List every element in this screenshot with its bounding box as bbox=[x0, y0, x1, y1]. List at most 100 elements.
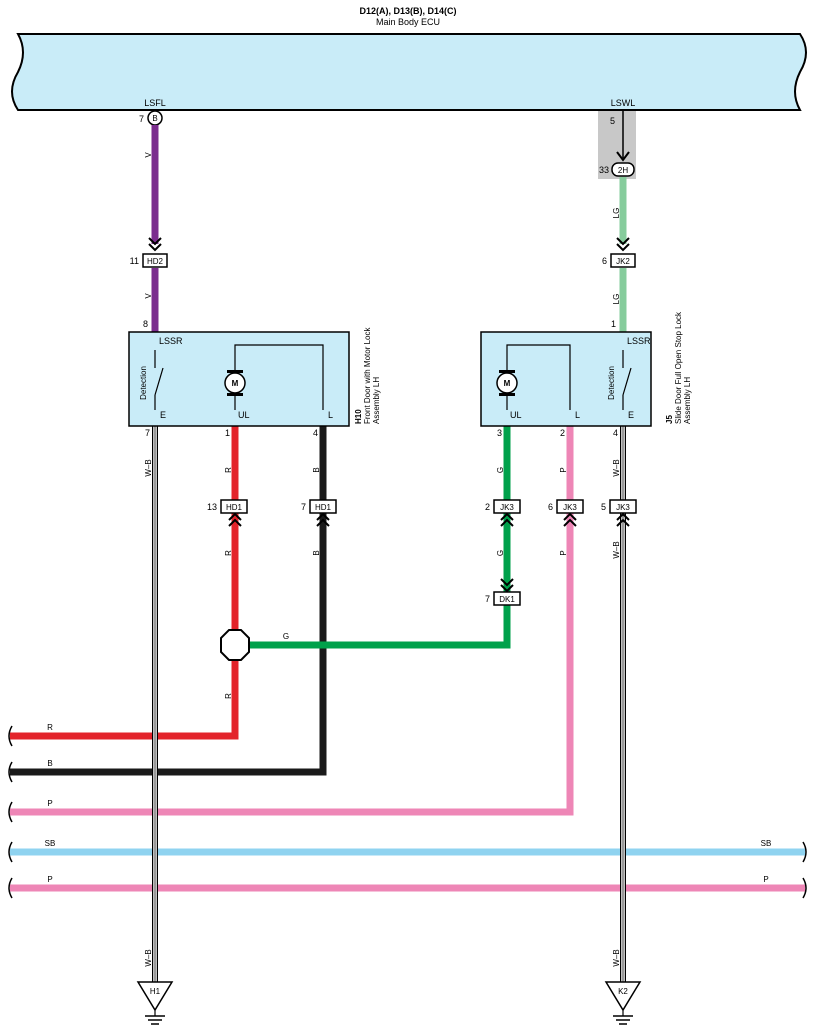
connector-arrow-icon bbox=[500, 512, 514, 527]
connector-hd1-7-num: 7 bbox=[301, 502, 306, 512]
wire-label-b: B bbox=[312, 550, 321, 555]
connector-hd1-7-label: HD1 bbox=[315, 503, 332, 512]
connector-arrow-icon bbox=[316, 512, 330, 527]
connector-hd2-label: HD2 bbox=[147, 257, 164, 266]
front-door-pin-l: 4 bbox=[313, 428, 318, 438]
wire-label-b: B bbox=[47, 759, 52, 768]
wire-label-v: V bbox=[144, 152, 153, 158]
connector-dk1 bbox=[493, 591, 521, 606]
wire-break-icon bbox=[8, 801, 13, 823]
connector-jk2-num: 6 bbox=[602, 256, 607, 266]
wire-label-g: G bbox=[496, 550, 505, 556]
connector-arrow-icon bbox=[228, 512, 242, 527]
slide-door-code: J5 bbox=[665, 415, 674, 424]
wire-label-lg: LG bbox=[612, 208, 621, 219]
wire-break-icon bbox=[8, 841, 13, 863]
wire-label-v: V bbox=[144, 293, 153, 299]
connector-arrow-icon bbox=[616, 237, 630, 252]
motor-brush-icon bbox=[227, 370, 243, 373]
slide-door-pin-e: 4 bbox=[613, 428, 618, 438]
connector-arrow-icon bbox=[148, 237, 162, 252]
ground-k2-triangle bbox=[604, 981, 642, 1012]
slide-door-term-l: L bbox=[575, 410, 580, 420]
front-door-pin-e: 7 bbox=[145, 428, 150, 438]
motor-brush-icon bbox=[499, 393, 515, 396]
wire-black-b bbox=[10, 512, 327, 776]
slide-door-name-1: Slide Door Full Open Stop Lock bbox=[674, 311, 683, 424]
ground-k2-label: K2 bbox=[618, 987, 628, 996]
wire-pink-b bbox=[10, 512, 574, 816]
wire-label-wb: W–B bbox=[612, 541, 621, 558]
ground-h1-label: H1 bbox=[150, 987, 161, 996]
wire-label-r: R bbox=[47, 723, 53, 732]
ecu-name: Main Body ECU bbox=[376, 17, 440, 27]
wire-label-p: P bbox=[47, 875, 52, 884]
slide-door-term-ul: UL bbox=[510, 410, 522, 420]
motor-circuit bbox=[506, 344, 571, 410]
main-body-ecu bbox=[11, 33, 807, 111]
wire-red-c bbox=[10, 660, 239, 740]
slide-door-pin-l: 2 bbox=[560, 428, 565, 438]
jc-2h bbox=[611, 162, 635, 177]
switch-blade-icon bbox=[154, 367, 164, 396]
ecu-pin-lswl-label: LSWL bbox=[611, 98, 636, 108]
front-door-term-l: L bbox=[328, 410, 333, 420]
connector-jk2 bbox=[610, 253, 636, 268]
connector-jk3-5-label: JK3 bbox=[616, 503, 630, 512]
connector-dk1-label: DK1 bbox=[499, 595, 515, 604]
wire-label-wb: W–B bbox=[144, 459, 153, 476]
switch-blade-icon bbox=[622, 367, 632, 396]
wire-break-icon bbox=[8, 877, 13, 899]
slide-door-motor-label: M bbox=[504, 379, 511, 388]
wire-label-r: R bbox=[224, 467, 233, 473]
front-door-name-1: Front Door with Motor Lock bbox=[363, 327, 372, 424]
motor-brush-icon bbox=[227, 393, 243, 396]
ecu-pin-lsfl-num: 7 bbox=[139, 114, 144, 124]
front-door-top-pin: 8 bbox=[143, 319, 148, 329]
connector-hd1-13-num: 13 bbox=[207, 502, 217, 512]
ecu-connector-b-label: B bbox=[152, 114, 157, 123]
wire-label-p: P bbox=[763, 875, 768, 884]
jc-2h-num: 33 bbox=[599, 165, 609, 175]
front-door-top-pin-label: LSSR bbox=[159, 336, 183, 346]
wire-break-icon bbox=[802, 877, 807, 899]
ecu-pin-lswl-num: 5 bbox=[610, 116, 615, 126]
connector-jk2-label: JK2 bbox=[616, 257, 630, 266]
connector-arrow-icon bbox=[616, 512, 630, 527]
wire-label-p: P bbox=[559, 550, 568, 555]
wire-green-splice bbox=[249, 604, 511, 649]
front-door-pin-ul: 1 bbox=[225, 428, 230, 438]
wire-label-lg: LG bbox=[612, 294, 621, 305]
connector-jk3-2-num: 2 bbox=[485, 502, 490, 512]
front-door-name-2: Assembly LH bbox=[372, 377, 381, 424]
ground-h1-triangle bbox=[136, 981, 174, 1012]
connector-jk3-2-label: JK3 bbox=[500, 503, 514, 512]
connector-hd1-13 bbox=[220, 499, 248, 514]
connector-jk3-6-num: 6 bbox=[548, 502, 553, 512]
wire-label-g: G bbox=[496, 467, 505, 473]
front-door-code: H10 bbox=[354, 409, 363, 424]
splice-point bbox=[220, 629, 250, 661]
front-door-term-ul: UL bbox=[238, 410, 250, 420]
jc-2h-label: 2H bbox=[618, 166, 628, 175]
connector-arrow-icon bbox=[500, 578, 514, 593]
ecu-connectors: D12(A), D13(B), D14(C) bbox=[359, 6, 456, 16]
wire-label-wb: W–B bbox=[612, 459, 621, 476]
connector-hd2-num: 11 bbox=[130, 256, 139, 266]
wire-label-g: G bbox=[283, 632, 289, 641]
connector-jk3-5-num: 5 bbox=[601, 502, 606, 512]
wire-label-p: P bbox=[559, 467, 568, 472]
slide-door-top-pin: 1 bbox=[611, 319, 616, 329]
wire-label-r: R bbox=[224, 693, 233, 699]
wire-label-sb: SB bbox=[761, 839, 772, 848]
connector-hd2 bbox=[142, 253, 168, 268]
wire-label-p: P bbox=[47, 799, 52, 808]
jc-arrow-icon bbox=[616, 151, 630, 162]
connector-hd1-13-label: HD1 bbox=[226, 503, 243, 512]
front-door-motor-label: M bbox=[232, 379, 239, 388]
wire-label-r: R bbox=[224, 550, 233, 556]
slide-door-name-2: Assembly LH bbox=[683, 377, 692, 424]
motor-brush-icon bbox=[499, 370, 515, 373]
wire-label-b: B bbox=[312, 467, 321, 472]
